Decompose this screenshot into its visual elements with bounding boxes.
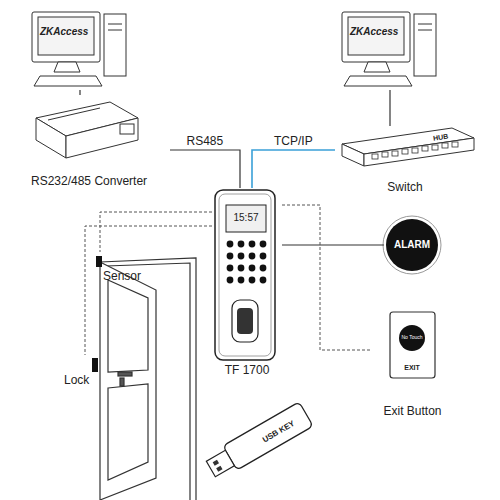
node-text: Sensor <box>103 270 155 283</box>
switch-drawing <box>342 128 474 166</box>
usb-key: USB KEY <box>212 398 327 476</box>
sensor: Sensor <box>95 252 155 288</box>
wire <box>282 244 384 245</box>
node-text: Lock <box>64 374 98 387</box>
node-text: USB KEY <box>255 416 303 449</box>
usb-drawing <box>204 402 313 481</box>
wire <box>252 150 335 188</box>
wire <box>79 90 80 95</box>
wire <box>170 150 240 188</box>
node-text: No Touch <box>396 335 428 341</box>
access-terminal: 15:57 TF 1700 <box>212 188 282 380</box>
signal-name: TCP/IP <box>274 135 313 148</box>
wire <box>85 226 212 355</box>
exit-plate <box>390 312 435 378</box>
node-text: 15:57 <box>226 212 266 223</box>
computer-drawing <box>342 12 436 86</box>
lock-symbol <box>92 358 98 372</box>
sensor-symbol <box>96 256 102 267</box>
lock: Lock <box>60 355 102 391</box>
computer-drawing <box>32 12 126 86</box>
wire <box>100 212 212 252</box>
alarm-ring <box>383 216 441 274</box>
node-text: ALARM <box>384 239 440 250</box>
node-text: HUB <box>433 131 458 142</box>
wire <box>389 90 390 126</box>
node-text: RS232/485 Converter <box>31 175 171 188</box>
network-switch: HUB Switch <box>335 126 477 198</box>
computer: ZKAccess <box>338 8 443 90</box>
door-drawing <box>100 258 196 500</box>
wire <box>282 205 370 350</box>
node-text: TF 1700 <box>212 364 282 377</box>
alarm-circle: ALARM <box>384 217 440 273</box>
node-text: Switch <box>375 181 435 194</box>
node-text: Exit Button <box>370 405 455 418</box>
device-drawing <box>215 190 275 360</box>
converter-drawing <box>36 102 138 158</box>
signal-name: RS485 <box>187 135 224 148</box>
node-text: ZKAccess <box>40 26 94 37</box>
node-text: ZKAccess <box>350 26 404 37</box>
node-text: EXIT <box>396 364 428 372</box>
computer: ZKAccess <box>28 8 133 90</box>
converter: RS232/485 Converter <box>25 95 170 190</box>
exit-button: No TouchEXIT Exit Button <box>370 308 455 423</box>
